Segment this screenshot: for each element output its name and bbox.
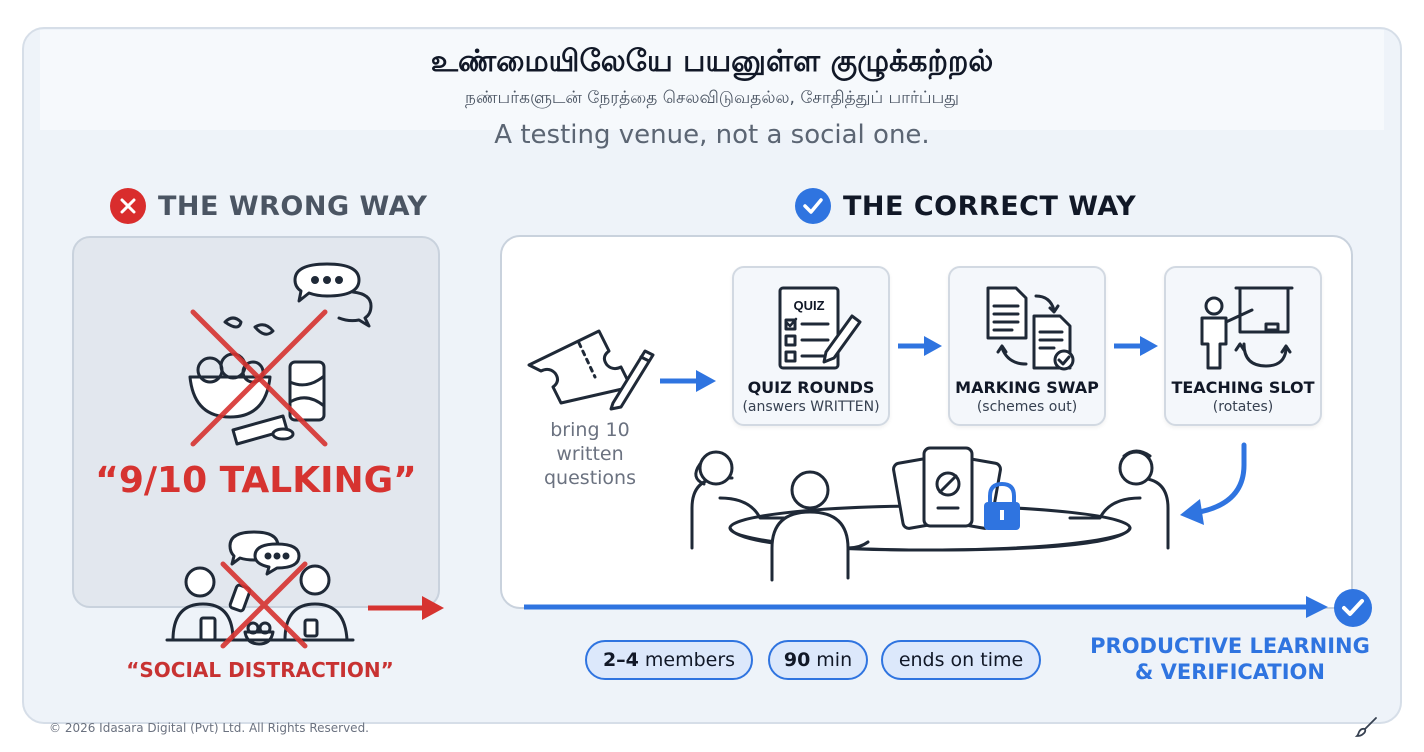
curved-blue-arrow-icon [1180,442,1247,525]
teaching-slot-card: TEACHING SLOT (rotates) [1164,266,1322,426]
correct-way-heading: THE CORRECT WAY [795,188,1136,224]
check-icon [795,188,831,224]
social-distraction-label: “SOCIAL DISTRACTION” [126,658,394,682]
talking-label: “9/10 TALKING” [95,460,417,501]
result-line-1: PRODUCTIVE LEARNING [1090,634,1370,658]
ends-on-time-pill: ends on time [881,640,1041,680]
pill-strong: 2–4 [602,649,639,671]
step-title: QUIZ ROUNDS [747,378,875,397]
document-swap-icon [986,286,1075,371]
step-subtitle: (answers WRITTEN) [742,399,880,415]
step-subtitle: (schemes out) [976,399,1078,415]
english-subtitle: A testing venue, not a social one. [494,120,930,150]
progress-arrow-icon [524,596,1328,618]
productive-learning-label: PRODUCTIVE LEARNING & VERIFICATION [1090,633,1370,685]
step-subtitle: (rotates) [1212,399,1274,415]
ticket-pen-icon [527,329,655,411]
pill-strong: 90 [783,649,811,671]
lock-icon [984,481,1020,530]
study-group-table-icon [690,446,1170,582]
blue-arrow-icon [1114,336,1158,356]
brush-icon [1354,717,1377,737]
page-subtitle: நண்பர்களுடன் நேரத்தை செலவிடுவதல்ல, சோதித… [465,88,959,108]
wrong-way-label: THE WRONG WAY [158,190,428,222]
blue-arrow-icon [660,370,716,392]
copyright-footer: © 2026 Idasara Digital (Pvt) Ltd. All Ri… [49,721,369,735]
quiz-rounds-card: QUIZ QUIZ ROUNDS (answers WRITTEN) [732,266,890,426]
quiz-sheet-icon: QUIZ [778,286,862,370]
step-title: TEACHING SLOT [1171,378,1315,397]
pill-text: min [816,649,853,671]
wrong-way-heading: THE WRONG WAY [110,188,427,224]
snacks-illustration-icon [188,262,373,447]
pill-text: ends on time [898,649,1024,671]
correct-way-label: THE CORRECT WAY [843,190,1137,222]
bring-questions-text: bring 10 written questions [544,419,636,489]
pill-text: members [644,649,736,671]
red-arrow-icon [368,596,444,620]
step-title: MARKING SWAP [955,378,1099,397]
social-distraction-icon [165,530,355,649]
quiz-icon-text: QUIZ [793,298,824,313]
page-title: உண்மையிலேயே பயனுள்ள குழுக்கற்றல் [430,44,994,79]
cross-icon [110,188,146,224]
header-band [40,30,1384,130]
blue-arrow-icon [898,336,942,356]
teacher-board-icon [1200,286,1294,370]
check-circle-icon [1334,589,1372,627]
marking-swap-card: MARKING SWAP (schemes out) [948,266,1106,426]
result-line-2: & VERIFICATION [1135,660,1325,684]
